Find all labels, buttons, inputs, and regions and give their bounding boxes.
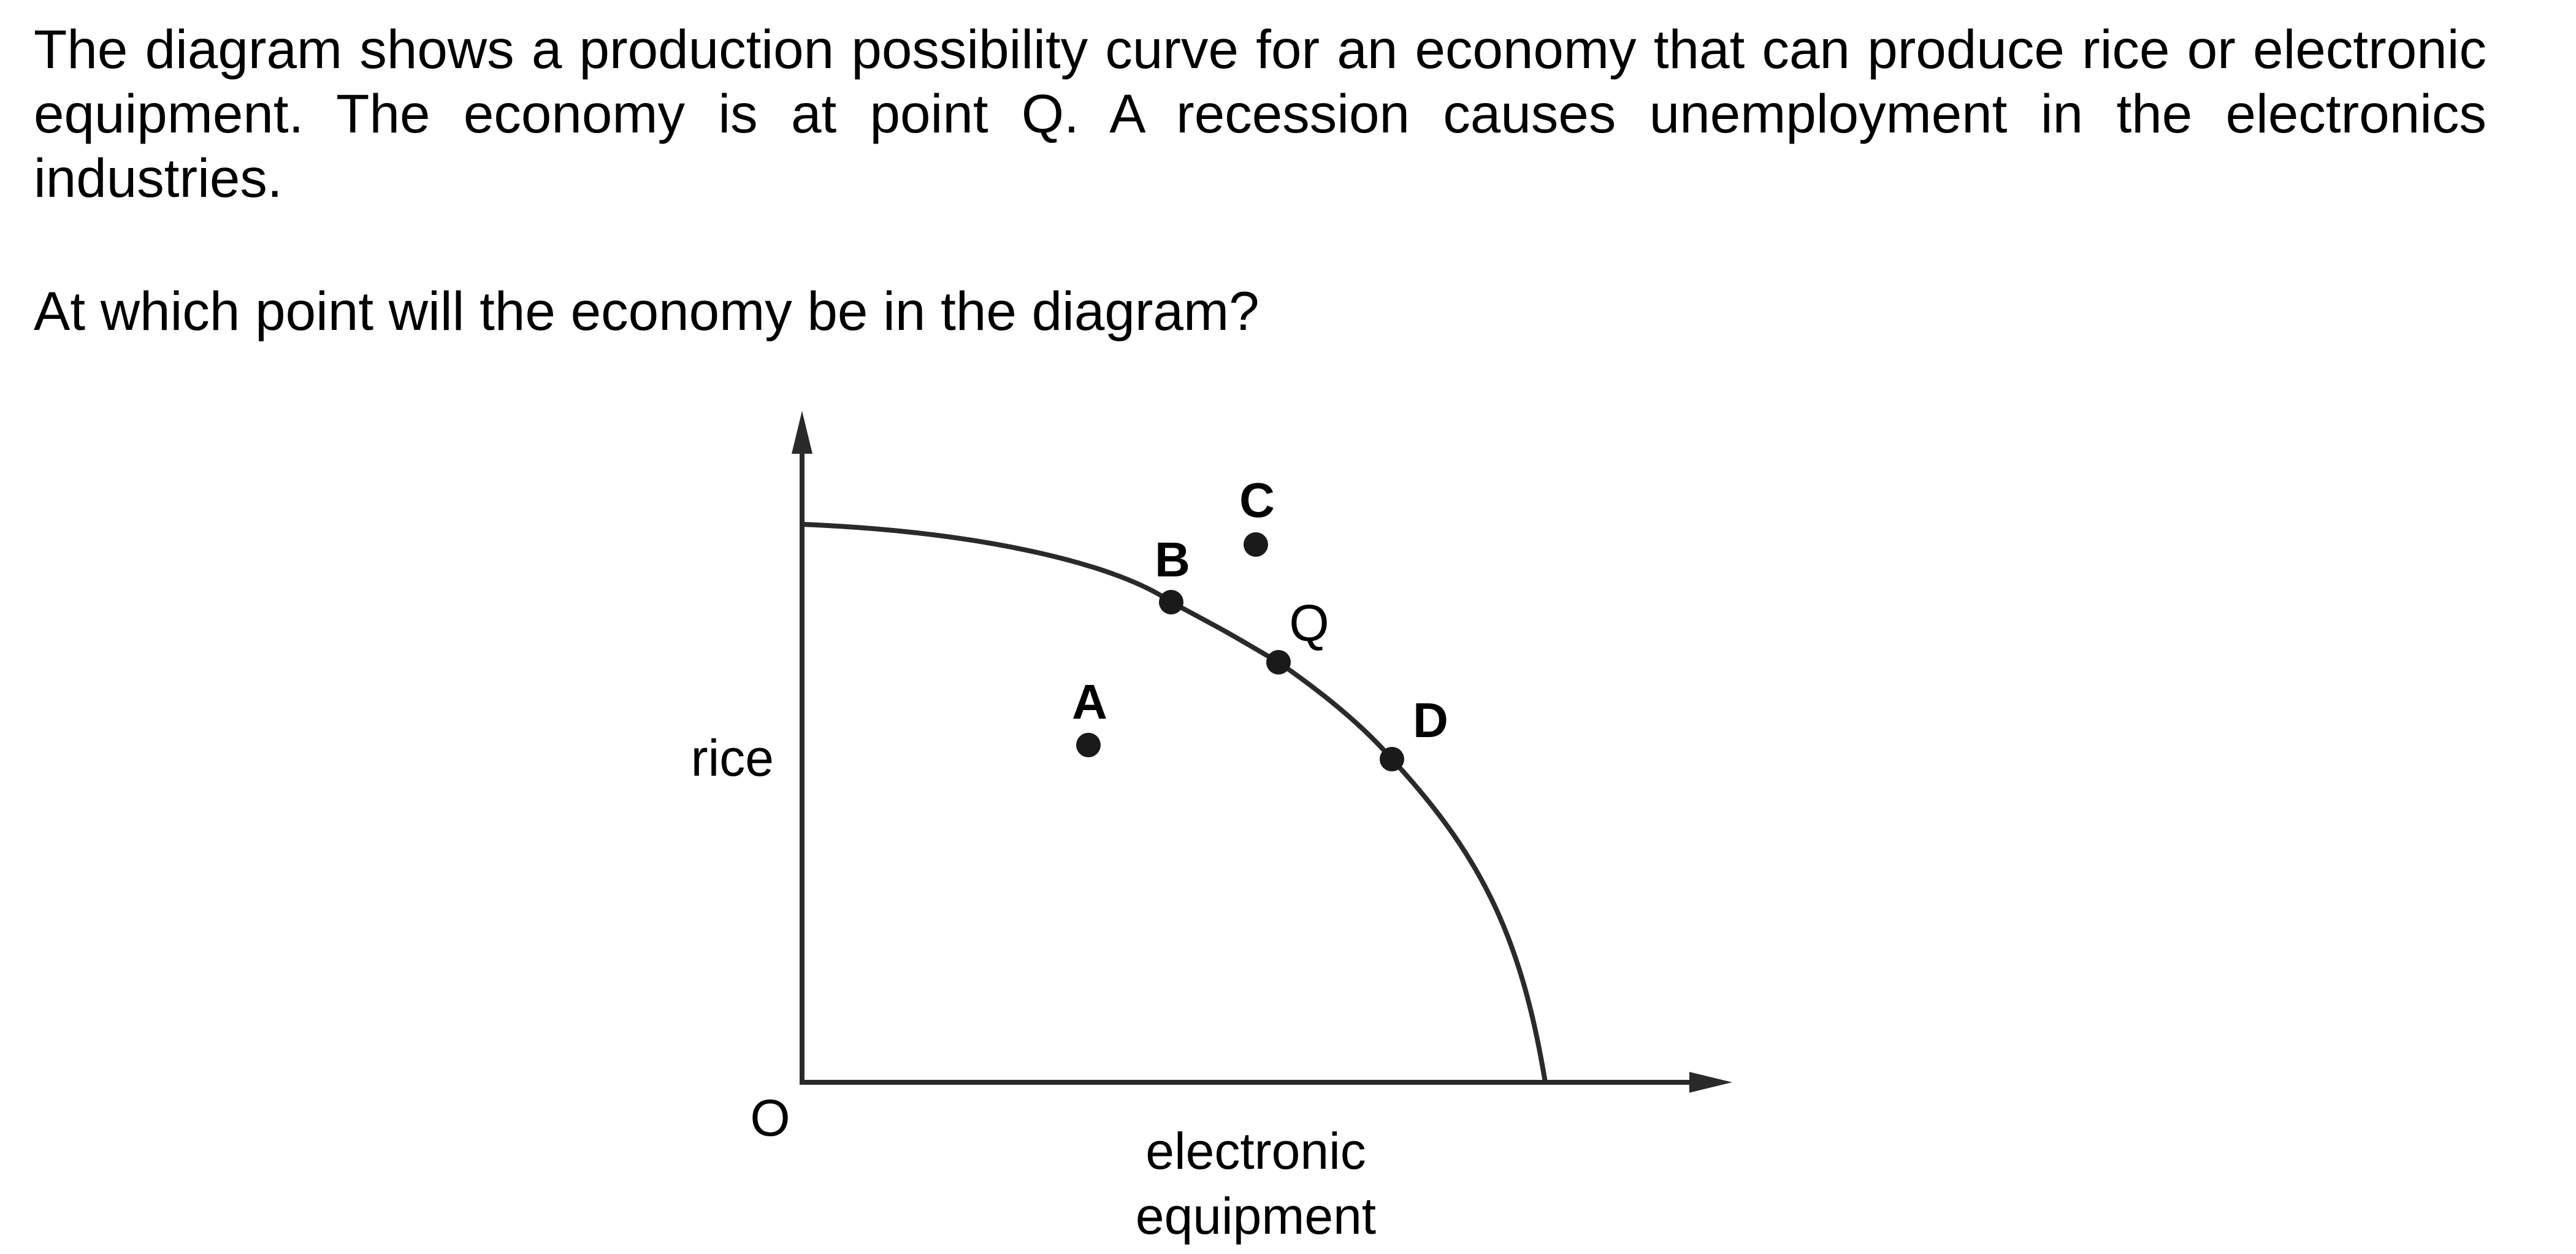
y-axis-label: rice — [691, 729, 774, 787]
origin-label: O — [750, 1089, 790, 1147]
point-q-label: Q — [1289, 594, 1329, 652]
point-c-label: C — [1239, 473, 1275, 527]
point-a-label: A — [1072, 675, 1107, 729]
point-d-marker — [1380, 747, 1404, 771]
point-c-marker — [1244, 532, 1268, 557]
x-axis-label-line1: electronic — [1145, 1122, 1366, 1180]
point-a-marker — [1076, 733, 1101, 757]
point-q-marker — [1266, 650, 1291, 675]
x-axis-label-line2: equipment — [1136, 1187, 1376, 1245]
y-axis-arrowhead — [792, 411, 812, 454]
question-paragraph: The diagram shows a production possibili… — [34, 18, 2486, 208]
point-b-marker — [1159, 590, 1183, 614]
question-prompt: At which point will the economy be in th… — [34, 280, 1259, 342]
x-axis-arrowhead — [1689, 1072, 1732, 1093]
point-d-label: D — [1413, 693, 1448, 747]
point-b-label: B — [1155, 532, 1190, 587]
